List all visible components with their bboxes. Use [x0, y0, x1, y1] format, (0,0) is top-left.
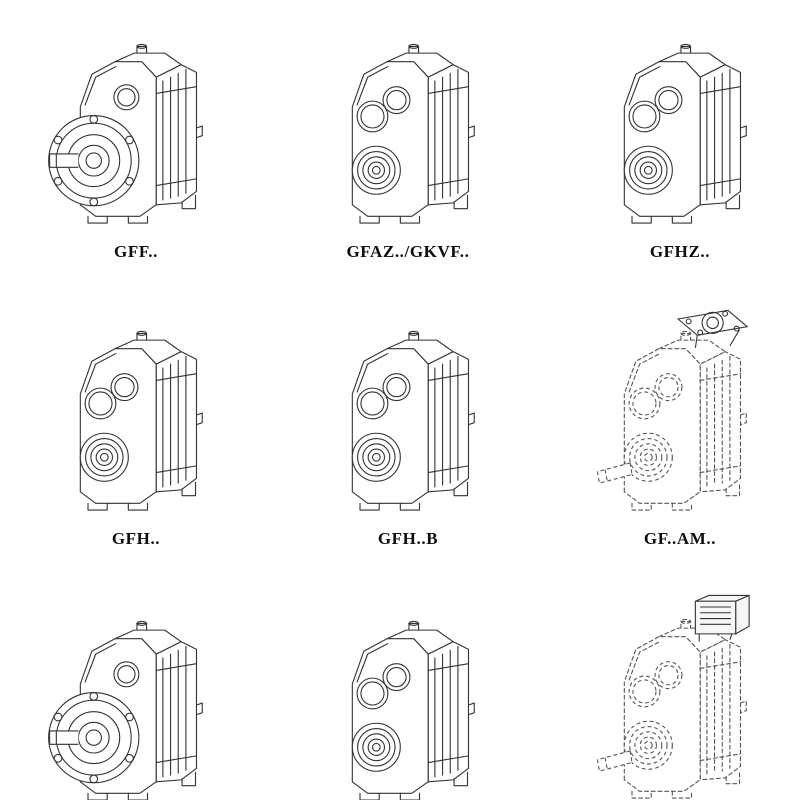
figure-label: GFHZ.. — [649, 242, 711, 261]
figure-label: GF..AM.. — [643, 529, 717, 548]
figure-gfa-gfv: GFA../GFV.. — [312, 590, 504, 800]
gearbox-flange-drawing — [48, 43, 203, 224]
figure-gfh: GFH.. — [40, 303, 232, 558]
figure-gff: GFF.. — [40, 16, 232, 271]
gearbox-hollow-shaft-drawing — [79, 330, 203, 511]
figure-gfhz: GFHZ.. — [584, 16, 776, 271]
figure-label: GFAZ../GKVF.. — [346, 242, 470, 261]
figure-gfaf-gfvf: GFAF../GFVF.. — [40, 590, 232, 800]
figure-gf-grf: GF..GRF.. — [584, 590, 776, 800]
figure-label: GFF.. — [114, 242, 158, 261]
figure-label: GFH..B — [377, 529, 439, 548]
gearbox-flange-drawing — [48, 620, 203, 800]
figure-label: GFH.. — [111, 529, 161, 548]
figure-gf-am: GF..AM.. — [584, 303, 776, 558]
gearbox-hollow-shaft-drawing — [623, 43, 747, 224]
gearbox-hollow-shaft-drawing — [351, 330, 475, 511]
gearbox-top-block-drawing — [596, 594, 750, 799]
gearbox-hollow-shaft-drawing — [351, 620, 475, 800]
gearbox-hollow-shaft-drawing — [351, 43, 475, 224]
gearbox-top-flange-drawing — [596, 309, 748, 511]
figure-gfaz-gkvf: GFAZ../GKVF.. — [312, 16, 504, 271]
figure-gfh-b: GFH..B — [312, 303, 504, 558]
